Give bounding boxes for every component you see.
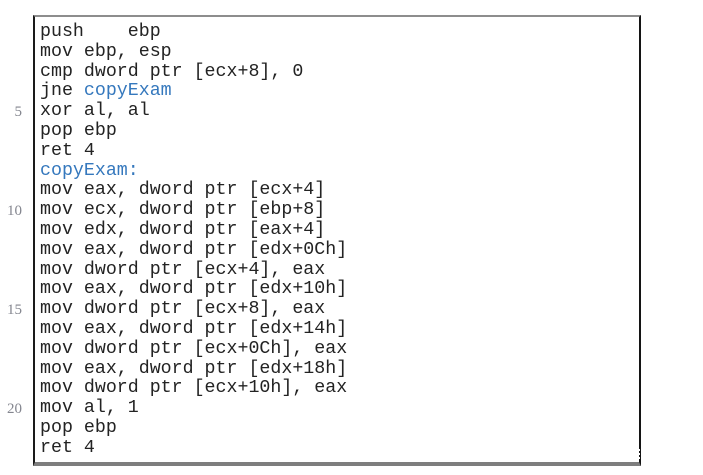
- code-line: mov dword ptr [ecx+10h], eax: [40, 378, 348, 399]
- instruction-text: mov dword ptr [ecx+4], eax: [40, 259, 326, 280]
- instruction-text: push ebp: [40, 22, 161, 42]
- line-number: 15: [7, 302, 22, 319]
- code-line: mov al, 1: [40, 398, 347, 419]
- code-line: cmp dword ptr [ecx+8], 0: [40, 61, 347, 83]
- scan-artifact-dot: [637, 449, 640, 451]
- code-line: mov eax, dword ptr [edx+0Ch]: [40, 239, 348, 261]
- instruction-text: mov dword ptr [ecx+10h], eax: [40, 378, 348, 399]
- line-number: 20: [7, 401, 22, 418]
- code-line: mov dword ptr [ecx+0Ch], eax: [40, 338, 348, 360]
- instruction-text: mov edx, dword ptr [eax+4]: [40, 219, 326, 240]
- instruction-text: mov eax, dword ptr [ecx+4]: [40, 180, 326, 201]
- code-line: mov dword ptr [ecx+4], eax: [40, 259, 347, 281]
- instruction-text: mov eax, dword ptr [edx+18h]: [40, 358, 348, 379]
- code-line: mov eax, dword ptr [edx+14h]: [40, 318, 348, 340]
- code-line: mov eax, dword ptr [edx+10h]: [40, 279, 348, 300]
- instruction-text: pop ebp: [40, 120, 117, 141]
- code-line: push ebp: [40, 22, 347, 43]
- instruction-text: mov eax, dword ptr [edx+10h]: [40, 279, 348, 300]
- instruction-text: ret 4: [40, 140, 95, 161]
- instruction-text: mov eax, dword ptr [edx+0Ch]: [40, 239, 348, 260]
- code-line: pop ebp: [40, 417, 347, 439]
- jump-label: copyExam:: [40, 160, 139, 181]
- instruction-text: mov dword ptr [ecx+0Ch], eax: [40, 338, 348, 359]
- line-number: 10: [7, 203, 22, 220]
- instruction-text: mov ecx, dword ptr [ebp+8]: [40, 200, 326, 221]
- instruction-text: ret 4: [40, 437, 95, 458]
- code-line: mov ecx, dword ptr [ebp+8]: [40, 200, 347, 221]
- instruction-text: mov eax, dword ptr [edx+14h]: [40, 318, 348, 339]
- instruction-text: xor al, al: [40, 101, 150, 122]
- instruction-text: mov ebp, esp: [40, 41, 172, 62]
- code-line: pop ebp: [40, 120, 347, 142]
- code-line: mov eax, dword ptr [edx+18h]: [40, 358, 348, 380]
- code-line: ret 4: [40, 140, 347, 162]
- code-line: ret 4: [40, 437, 347, 459]
- instruction-text: mov al, 1: [40, 398, 139, 419]
- scan-artifact-dot: [637, 457, 640, 459]
- line-number: 5: [14, 104, 23, 121]
- instruction-text: jne: [40, 81, 84, 102]
- code-line: mov edx, dword ptr [eax+4]: [40, 219, 347, 241]
- code-line: xor al, al: [40, 101, 347, 122]
- instruction-text: mov dword ptr [ecx+8], eax: [40, 299, 326, 320]
- code-line: copyExam:: [40, 160, 347, 182]
- code-line: mov eax, dword ptr [ecx+4]: [40, 180, 347, 201]
- line-number-gutter: 5 10 15 20: [0, 0, 22, 475]
- code-line: jne copyExam: [40, 81, 347, 102]
- instruction-text: pop ebp: [40, 417, 117, 438]
- instruction-text: cmp dword ptr [ecx+8], 0: [40, 61, 304, 82]
- code-line: mov ebp, esp: [40, 41, 347, 63]
- code-line: mov dword ptr [ecx+8], eax: [40, 299, 347, 320]
- scan-artifact-dot: [637, 453, 640, 455]
- jump-label: copyExam: [83, 81, 172, 102]
